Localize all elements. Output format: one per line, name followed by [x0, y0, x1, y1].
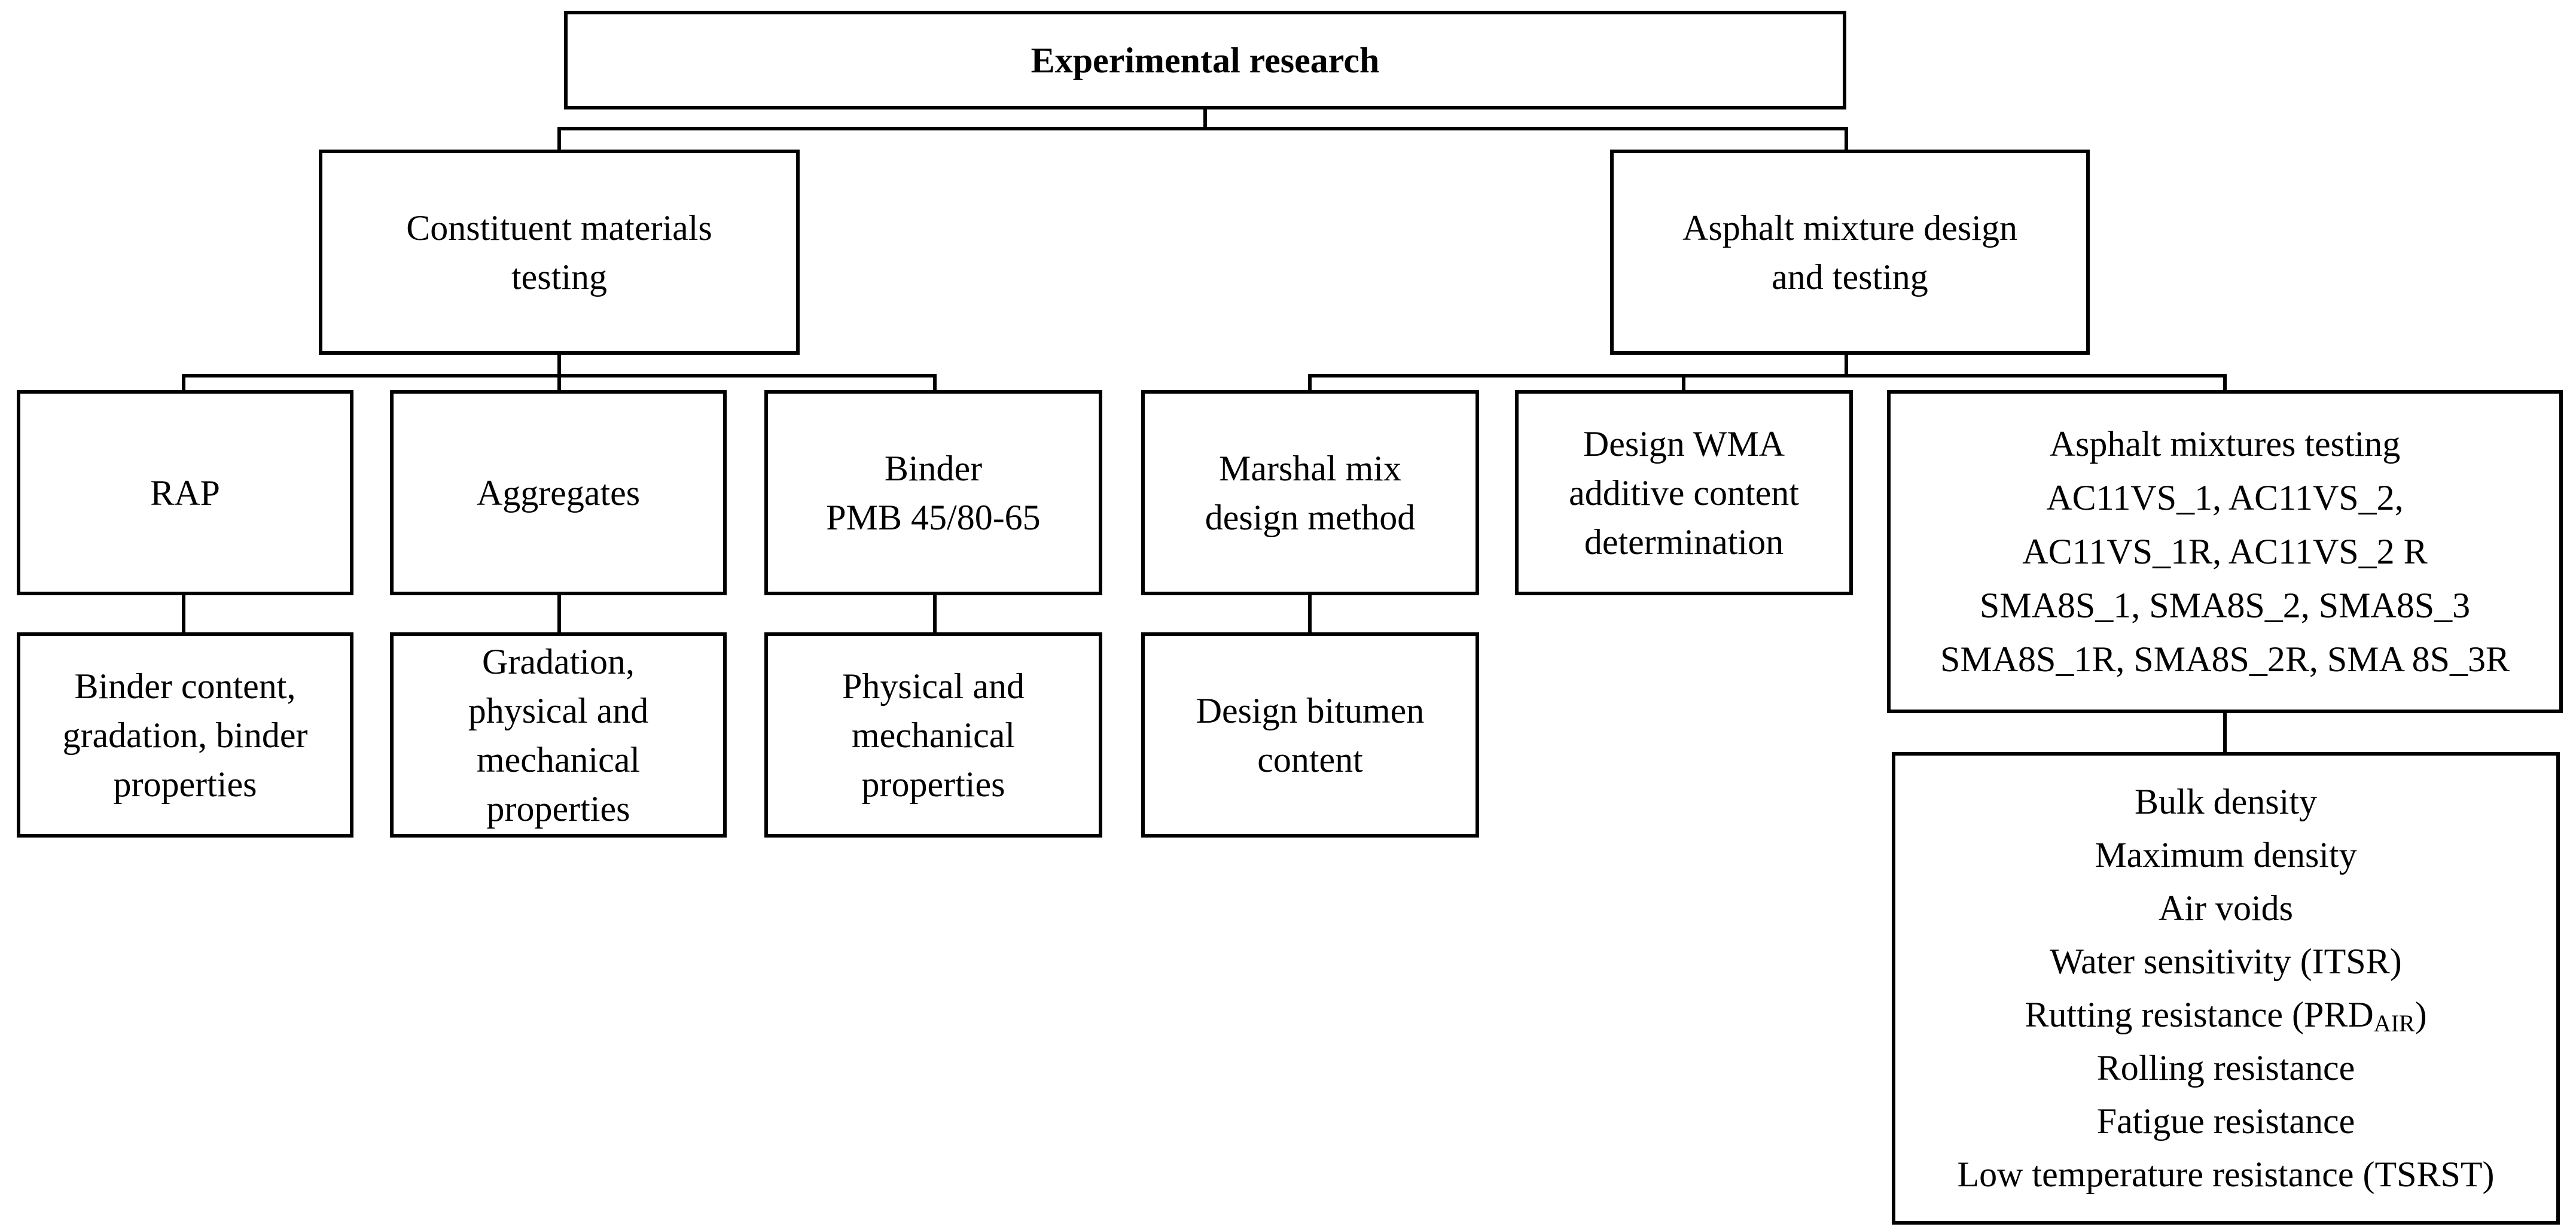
rap-label: RAP: [150, 473, 220, 513]
binder-detail-line-1: Physical and: [842, 666, 1025, 706]
binder-label-line-1: Binder: [884, 448, 983, 488]
mixture-line-1: Asphalt mixture design: [1682, 208, 2017, 248]
aggregates-detail-line-4: properties: [486, 788, 630, 829]
rutting-subscript: AIR: [2373, 1010, 2415, 1037]
rap-detail-line-1: Binder content,: [74, 666, 296, 706]
constituent-materials-box: Constituent materials testing: [319, 150, 800, 355]
mixtures-line-3: SMA8S_1, SMA8S_2, SMA8S_3: [1979, 586, 2471, 625]
property-rolling-resistance: Rolling resistance: [2096, 1048, 2355, 1088]
property-air-voids: Air voids: [2158, 888, 2293, 928]
root-box: Experimental research: [564, 11, 1846, 109]
mixtures-testing-title: Asphalt mixtures testing: [2049, 424, 2401, 464]
mixture-line-2: and testing: [1772, 257, 1928, 297]
wma-label-line-1: Design WMA: [1583, 424, 1785, 464]
aggregates-detail-line-2: physical and: [468, 690, 649, 730]
mixtures-line-1: AC11VS_1, AC11VS_2,: [2046, 478, 2404, 517]
binder-detail-line-3: properties: [861, 764, 1005, 804]
binder-label-line-2: PMB 45/80-65: [826, 497, 1041, 537]
rap-detail-line-2: gradation, binder: [62, 715, 308, 755]
marshal-detail-box: Design bitumen content: [1141, 632, 1479, 838]
wma-label-line-2: additive content: [1569, 473, 1799, 513]
marshal-detail-line-2: content: [1257, 739, 1363, 780]
materials-line-2: testing: [511, 257, 607, 297]
mixtures-line-4: SMA8S_1R, SMA8S_2R, SMA 8S_3R: [1940, 640, 2510, 679]
aggregates-label: Aggregates: [476, 473, 641, 513]
root-title: Experimental research: [1031, 40, 1380, 80]
property-fatigue-resistance: Fatigue resistance: [2096, 1101, 2355, 1141]
rap-detail-box: Binder content, gradation, binder proper…: [17, 632, 353, 838]
mixture-design-box: Asphalt mixture design and testing: [1610, 150, 2090, 355]
marshal-detail-line-1: Design bitumen: [1196, 690, 1425, 730]
marshal-label-line-2: design method: [1205, 497, 1416, 537]
binder-detail-line-2: mechanical: [851, 715, 1016, 755]
rap-box: RAP: [17, 390, 353, 595]
property-rutting-resistance: Rutting resistance (PRDAIR): [1957, 988, 2494, 1042]
properties-box: Bulk density Maximum density Air voids W…: [1892, 752, 2560, 1225]
binder-box: Binder PMB 45/80-65: [764, 390, 1102, 595]
property-water-sensitivity: Water sensitivity (ITSR): [2050, 942, 2402, 981]
mixtures-testing-box: Asphalt mixtures testing AC11VS_1, AC11V…: [1887, 390, 2563, 713]
property-low-temperature-resistance: Low temperature resistance (TSRST): [1957, 1155, 2495, 1194]
aggregates-detail-line-1: Gradation,: [482, 641, 635, 681]
marshal-label-line-1: Marshal mix: [1219, 448, 1401, 488]
rutting-text: Rutting resistance (PRD: [2025, 995, 2374, 1034]
aggregates-detail-line-3: mechanical: [476, 739, 641, 780]
mixtures-line-2: AC11VS_1R, AC11VS_2 R: [2022, 532, 2428, 571]
marshal-box: Marshal mix design method: [1141, 390, 1479, 595]
property-bulk-density: Bulk density: [2134, 782, 2317, 821]
wma-box: Design WMA additive content determinatio…: [1515, 390, 1853, 595]
wma-label-line-3: determination: [1584, 522, 1784, 562]
aggregates-detail-box: Gradation, physical and mechanical prope…: [390, 632, 727, 838]
aggregates-box: Aggregates: [390, 390, 727, 595]
property-maximum-density: Maximum density: [2095, 835, 2357, 875]
binder-detail-box: Physical and mechanical properties: [764, 632, 1102, 838]
rutting-close: ): [2415, 995, 2427, 1034]
materials-line-1: Constituent materials: [406, 208, 712, 248]
rap-detail-line-3: properties: [113, 764, 257, 804]
